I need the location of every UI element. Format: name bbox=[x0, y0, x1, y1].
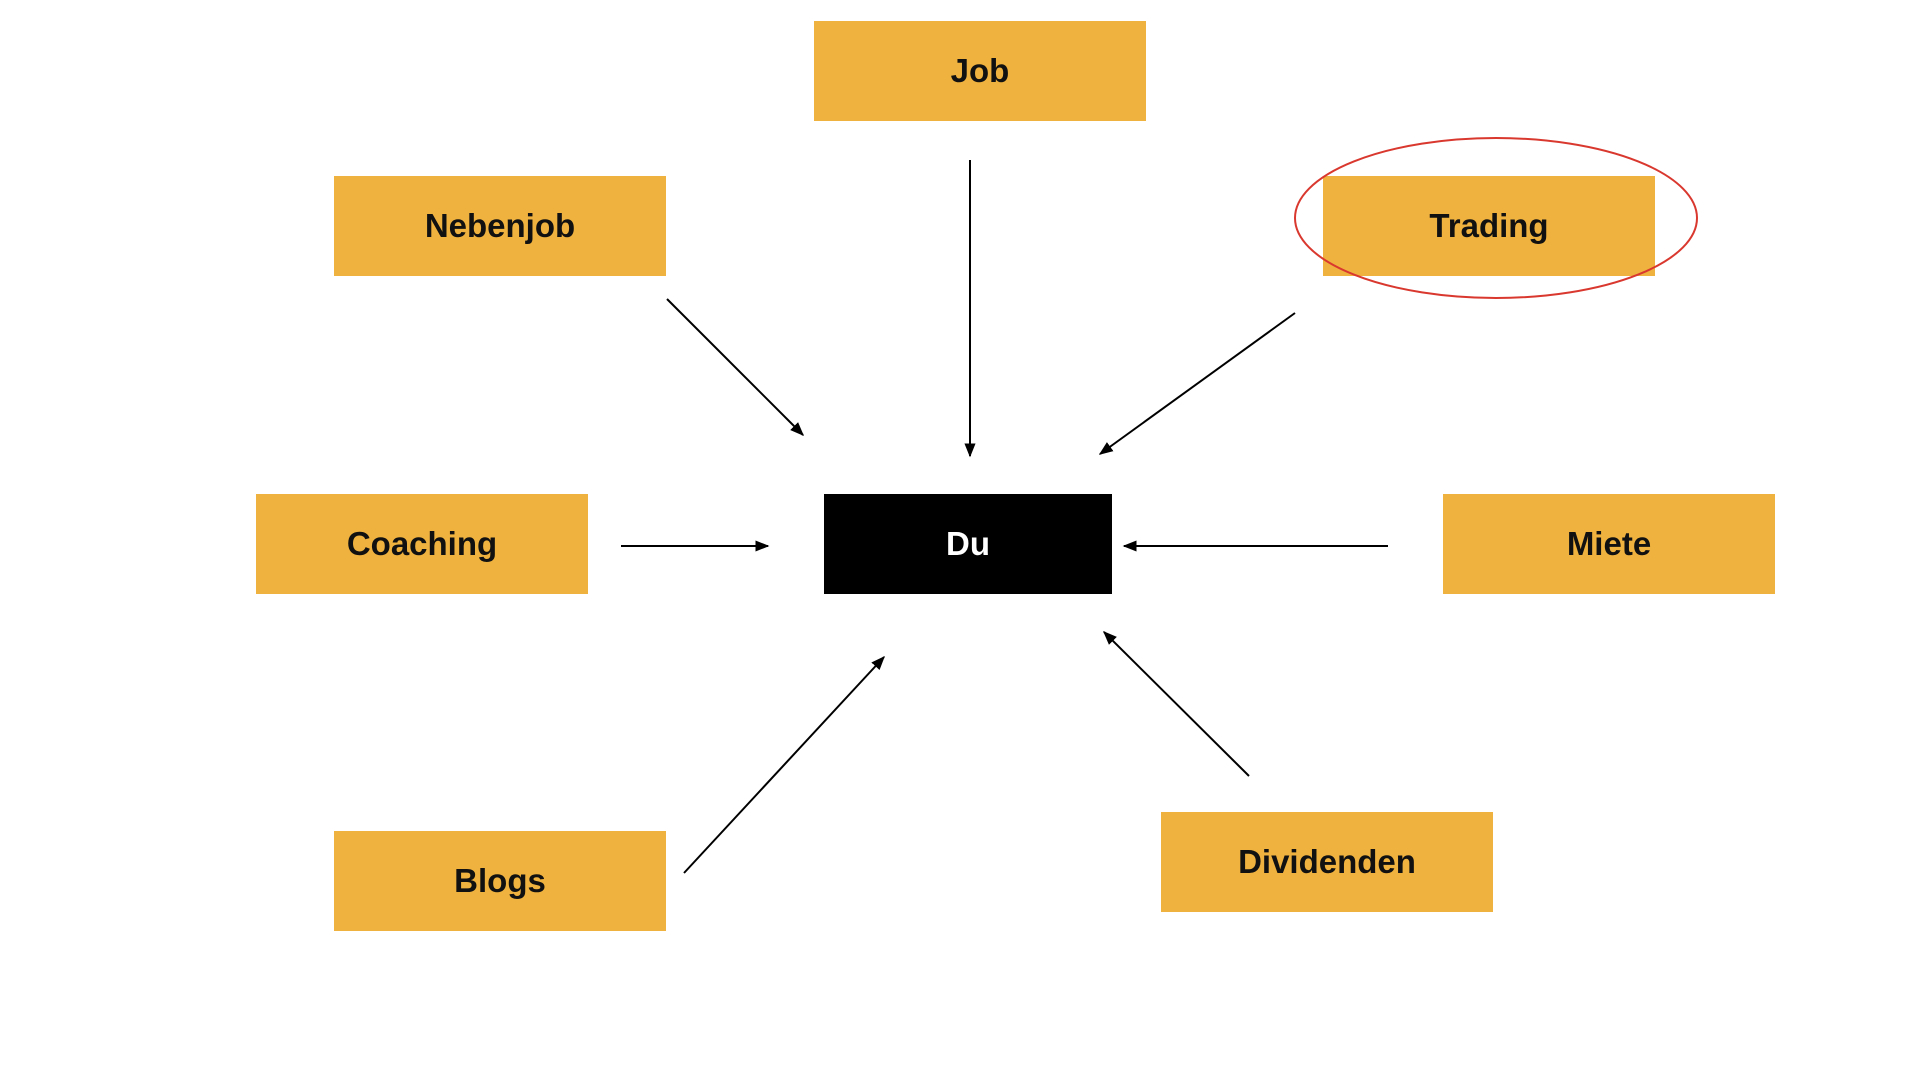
node-miete-label: Miete bbox=[1566, 525, 1652, 562]
node-job-label: Job bbox=[950, 52, 1010, 89]
node-nebenjob-label: Nebenjob bbox=[424, 207, 576, 244]
node-coaching-label: Coaching bbox=[346, 525, 498, 562]
node-dividenden-label: Dividenden bbox=[1238, 843, 1416, 880]
node-coaching: Coaching bbox=[256, 494, 588, 594]
node-nebenjob: Nebenjob bbox=[334, 176, 666, 276]
node-miete: Miete bbox=[1443, 494, 1775, 594]
node-du: Du bbox=[824, 494, 1112, 594]
node-blogs-label: Blogs bbox=[454, 862, 546, 899]
arrow-nebenjob-to-du bbox=[666, 298, 804, 436]
node-trading-label: Trading bbox=[1429, 207, 1549, 244]
arrow-trading-to-du bbox=[1098, 312, 1296, 455]
node-trading: Trading bbox=[1323, 176, 1655, 276]
arrow-dividenden-to-du bbox=[1103, 631, 1250, 777]
node-du-label: Du bbox=[946, 525, 990, 562]
arrow-blogs-to-du bbox=[683, 655, 885, 874]
node-dividenden: Dividenden bbox=[1161, 812, 1493, 912]
node-job: Job bbox=[814, 21, 1146, 121]
node-blogs: Blogs bbox=[334, 831, 666, 931]
